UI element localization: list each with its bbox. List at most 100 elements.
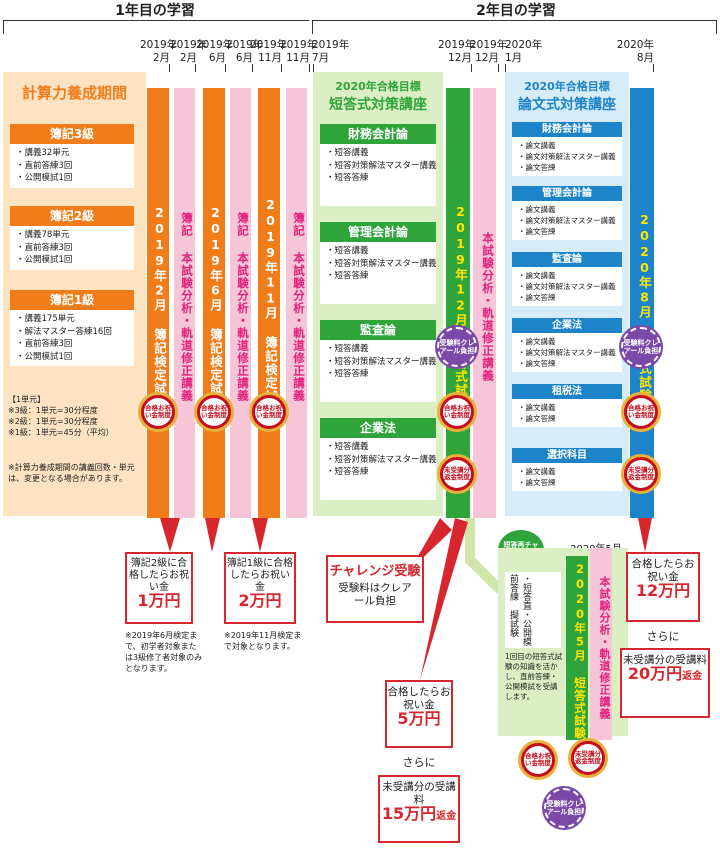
subject-item: ・論文講義 [518, 205, 556, 214]
course-item: ・公開模試1回 [16, 255, 73, 265]
callout-text: 受験料はクレアール負担 [338, 582, 412, 607]
subject-item: ・短答対策解法マスター講義 [326, 356, 437, 367]
course-item: ・公開模試1回 [16, 351, 73, 362]
short-box: 財務会計論 ・短答講義 ・短答対策解法マスター講義 ・短答答練 [320, 124, 437, 206]
subject-item: ・短答答練 [326, 271, 369, 281]
subject-item: ・短答対策解法マスター講義 [326, 160, 437, 171]
course-box-boki1: 簿記1級 ・講義175単元 ・解法マスター答練16回 ・直前答練3回 ・公開模試… [10, 290, 134, 366]
celebration-medal: 合格お祝い金制度 [518, 740, 558, 780]
subject-item: ・論文講義 [518, 337, 556, 346]
unit-note: ※2級：1単元=30分程度 [8, 417, 98, 426]
subject-title: 財務会計論 [320, 124, 436, 144]
date-label: 2019年 11月 [280, 39, 318, 64]
date-label: 2019年 12月 [470, 39, 508, 64]
date-label: 2019年 2月 [140, 39, 178, 64]
medal-label: 未受講分返金制度 [443, 460, 471, 488]
medal-label: 合格お祝い金制度 [443, 398, 471, 426]
subject-item: ・論文答練 [518, 163, 556, 172]
short-box: 監査論 ・短答講義 ・短答対策解法マスター講義 ・短答答練 [320, 320, 437, 402]
subject-item: ・短答講義 [326, 148, 369, 158]
analysis-column: 簿記 本試験分析・軌道修正講義 [230, 88, 251, 518]
callout-note: ※2019年6月検定まで、初学者対象または3級修了者対象のみとなります。 [125, 631, 203, 673]
exam-fee-medal: 受験料クレアール負担 [437, 327, 477, 367]
subject-title: 企業法 [512, 318, 622, 333]
subject-item: ・論文答練 [518, 293, 556, 302]
exam-fee-medal: 受験料クレアール負担 [621, 327, 661, 367]
subject-title: 管理会計論 [512, 186, 622, 201]
period-title: 計算力養成期間 [21, 84, 127, 102]
callout-pointer [252, 518, 268, 552]
short-course-subtitle: 2020年合格目標 [335, 80, 421, 93]
callout-short-pass: 合格したらお祝い金 5万円 [385, 680, 453, 748]
subject-title: 監査論 [320, 320, 436, 340]
callout-pointer [205, 518, 220, 552]
retry-item: ・短答直前答練 [508, 574, 531, 610]
callout-essay-pass: 合格したらお祝い金 12万円 [626, 552, 700, 622]
course-item: ・講義78単元 [16, 230, 70, 240]
retry-items-box: ・短答直前答練 ・公開模擬試験 [505, 572, 561, 648]
course-item: ・直前答練3回 [16, 339, 73, 349]
unit-notes: 【1単元】 ※3級：1単元=30分程度 ※2級：1単元=30分程度 ※1級：1単… [8, 394, 138, 438]
phase-title-year2: 2年目の学習 [476, 3, 556, 19]
subject-item: ・短答対策解法マスター講義 [326, 454, 437, 465]
subject-item: ・論文対策解法マスター講義 [518, 348, 616, 357]
course-title: 簿記1級 [10, 290, 134, 310]
course-item: ・公開模試1回 [16, 173, 73, 183]
date-label: 2020年 8月 [616, 39, 654, 64]
date-label: 2019年 6月 [196, 39, 234, 64]
subject-item: ・短答答練 [326, 467, 369, 477]
may-exam-column: 2020年5月 短答式試験 [566, 556, 588, 740]
tick [281, 64, 282, 72]
bracket-year1 [3, 20, 309, 34]
tick [498, 64, 499, 72]
tick [195, 64, 196, 72]
subject-title: 企業法 [320, 418, 436, 438]
short-course-title: 短答式対策講座 [329, 97, 427, 113]
subject-item: ・論文答練 [518, 227, 556, 236]
course-item: ・解法マスター答練16回 [16, 326, 112, 337]
subject-title: 監査論 [512, 252, 622, 267]
refund-medal: 未受講分返金制度 [437, 454, 477, 494]
celebration-medal: 合格お祝い金制度 [621, 392, 661, 432]
subject-item: ・短答講義 [326, 442, 369, 452]
callout-pointer [160, 518, 180, 552]
callout-note: ※2019年11月検定まで対象となります。 [224, 631, 302, 651]
medal-label: 合格お祝い金制度 [255, 398, 283, 426]
callout-amount: 2万円 [238, 591, 282, 610]
essay-box: 租税法 ・論文講義 ・論文答練 [512, 384, 622, 427]
callout-amount: 5万円 [397, 709, 441, 728]
celebration-medal: 合格お祝い金制度 [437, 392, 477, 432]
course-item: ・直前答練3回 [16, 160, 73, 171]
unit-note: ※1級：1単元=45分（平均） [8, 428, 114, 437]
phase-title-year1: 1年目の学習 [115, 3, 195, 19]
short-box: 管理会計論 ・短答講義 ・短答対策解法マスター講義 ・短答答練 [320, 222, 437, 304]
date-label: 2019年 12月 [438, 39, 476, 64]
date-label: 2019年 11月 [250, 39, 288, 64]
tick [252, 64, 253, 72]
course-item: ・講義32単元 [16, 148, 70, 158]
unit-note: 【1単元】 [8, 395, 46, 404]
essay-box: 監査論 ・論文講義 ・論文対策解法マスター講義 ・論文答練 [512, 252, 622, 306]
bracket-year2 [312, 20, 717, 34]
subject-item: ・短答答練 [326, 173, 369, 183]
essay-box: 財務会計論 ・論文講義 ・論文対策解法マスター講義 ・論文答練 [512, 122, 622, 176]
date-label: 2019年 7月 [312, 39, 350, 64]
date-label: 2020年 1月 [505, 39, 543, 64]
medal-label: 合格お祝い金制度 [524, 746, 552, 774]
callout-text: 合格したらお祝い金 [631, 558, 695, 583]
course-item: ・講義175単元 [16, 314, 75, 324]
course-item: ・直前答練3回 [16, 242, 73, 253]
subject-item: ・短答講義 [326, 246, 369, 256]
callout-text: 未受講分の受講料 [382, 781, 456, 806]
retry-note: 1回目の短答式試験の知識を活かし、直前答練・公開模試を受講します。 [505, 652, 563, 701]
medal-label: 合格お祝い金制度 [627, 398, 655, 426]
callout-title: チャレンジ受験 [329, 564, 421, 579]
callout-amount: 1万円 [137, 591, 181, 610]
subject-item: ・短答答練 [326, 369, 369, 379]
celebration-medal: 合格お祝い金制度 [194, 392, 234, 432]
callout-boki2: 簿記2級に合格したらお祝い金 1万円 [125, 552, 193, 624]
subject-item: ・論文答練 [518, 359, 556, 368]
retry-branch-line [465, 518, 504, 594]
subject-item: ・短答講義 [326, 344, 369, 354]
celebration-medal: 合格お祝い金制度 [249, 392, 289, 432]
